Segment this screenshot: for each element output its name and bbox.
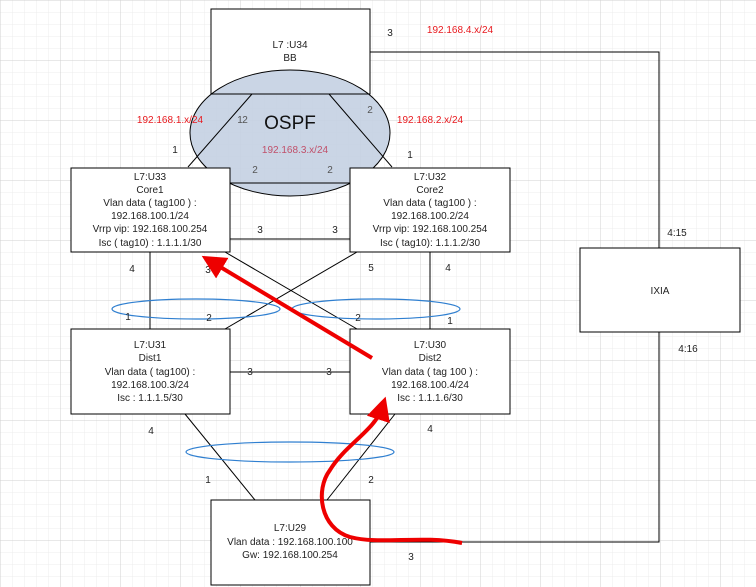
dist2-line: Dist2	[419, 353, 442, 364]
core1-line: Vlan data ( tag100 ) :	[103, 198, 196, 209]
dist1-line: Dist1	[139, 353, 162, 364]
dist2-line: Vlan data ( tag 100 ) :	[382, 367, 478, 378]
dist2-line: 192.168.100.4/24	[391, 380, 469, 391]
core2-line: Vlan data ( tag100 ) :	[383, 198, 476, 209]
core2-line: Isc ( tag10): 1.1.1.2/30	[380, 238, 480, 249]
traffic-arrow-dist2-core1	[201, 255, 374, 360]
subnet-label: 192.168.1.x/24	[137, 115, 204, 126]
lag-dist1	[111, 298, 281, 320]
core1-line: Vrrp vip: 192.168.100.254	[93, 224, 208, 235]
traffic-arrow-ixia-dist2	[319, 396, 463, 545]
port-label: 2	[206, 313, 212, 324]
core1-line: L7:U33	[134, 172, 167, 183]
subnet-label: 192.168.2.x/24	[397, 115, 464, 126]
node-dist1[interactable]	[70, 328, 231, 415]
bb-role: BB	[283, 53, 297, 64]
dist1-line: Vlan data ( tag100) :	[105, 367, 196, 378]
port-label: 2	[327, 165, 333, 176]
port-label: 4:15	[667, 228, 687, 239]
port-label: 4	[129, 264, 135, 275]
port-label: 4	[148, 426, 154, 437]
core1-text: L7:U33 Core1 Vlan data ( tag100 ) : 192.…	[93, 172, 208, 249]
lag-u29	[185, 441, 395, 463]
port-label: 1	[125, 312, 131, 323]
link-dist1-u29	[184, 413, 256, 501]
port-label: 3	[332, 225, 338, 236]
link-bb-ixia	[370, 51, 660, 248]
link-bb-core1	[187, 93, 253, 168]
node-ixia[interactable]	[579, 247, 741, 333]
link-core2-dist1	[224, 251, 358, 330]
port-label: 4	[445, 263, 451, 274]
subnet-label: 192.168.3.x/24	[262, 145, 329, 156]
ospf-label: OSPF	[264, 113, 316, 134]
port-label: 3	[387, 28, 393, 39]
u29-line: Gw: 192.168.100.254	[242, 550, 338, 561]
node-u29[interactable]	[210, 499, 371, 586]
dist1-line: L7:U31	[134, 340, 167, 351]
core1-line: Isc ( tag10) : 1.1.1.1/30	[99, 238, 202, 249]
port-label: 3	[247, 367, 253, 378]
node-core2[interactable]	[349, 167, 511, 253]
dist1-line: Isc : 1.1.1.5/30	[117, 393, 183, 404]
link-dist2-u29	[326, 413, 396, 501]
u29-line: Vlan data : 192.168.100.100	[227, 537, 353, 548]
port-label: 2	[355, 313, 361, 324]
port-label: 1	[447, 316, 453, 327]
port-label: 1	[237, 115, 243, 126]
port-labels: 3 1 2 2 1 2 2 1 3 3 4 3 5 4 1 2 2 1 3 3 …	[125, 28, 698, 563]
core2-text: L7:U32 Core2 Vlan data ( tag100 ) : 192.…	[373, 172, 488, 249]
link-bb-core2	[328, 93, 393, 168]
core1-line: Core1	[136, 185, 164, 196]
port-label: 3	[205, 265, 211, 276]
core2-line: L7:U32	[414, 172, 447, 183]
ixia-label: IXIA	[651, 286, 670, 297]
port-label: 2	[242, 115, 248, 126]
port-label: 5	[368, 263, 374, 274]
core2-line: Core2	[416, 185, 444, 196]
port-label: 3	[326, 367, 332, 378]
subnet-label: 192.168.4.x/24	[427, 25, 494, 36]
core2-line: 192.168.100.2/24	[391, 211, 469, 222]
port-label: 2	[368, 475, 374, 486]
dist2-line: Isc : 1.1.1.6/30	[397, 393, 463, 404]
port-label: 3	[408, 552, 414, 563]
port-label: 2	[367, 105, 373, 116]
dist1-line: 192.168.100.3/24	[111, 380, 189, 391]
bb-label: L7 :U34	[272, 40, 307, 51]
port-label: 1	[172, 145, 178, 156]
core1-line: 192.168.100.1/24	[111, 211, 189, 222]
port-label: 4:16	[678, 344, 698, 355]
port-label: 4	[427, 424, 433, 435]
core2-line: Vrrp vip: 192.168.100.254	[373, 224, 488, 235]
node-core1[interactable]	[70, 167, 231, 253]
port-label: 1	[407, 150, 413, 161]
port-label: 2	[252, 165, 258, 176]
ospf-area	[189, 69, 391, 197]
dist2-line: L7:U30	[414, 340, 447, 351]
link-u29-ixia	[370, 332, 660, 543]
port-label: 1	[205, 475, 211, 486]
u29-line: L7:U29	[274, 523, 307, 534]
port-label: 3	[257, 225, 263, 236]
